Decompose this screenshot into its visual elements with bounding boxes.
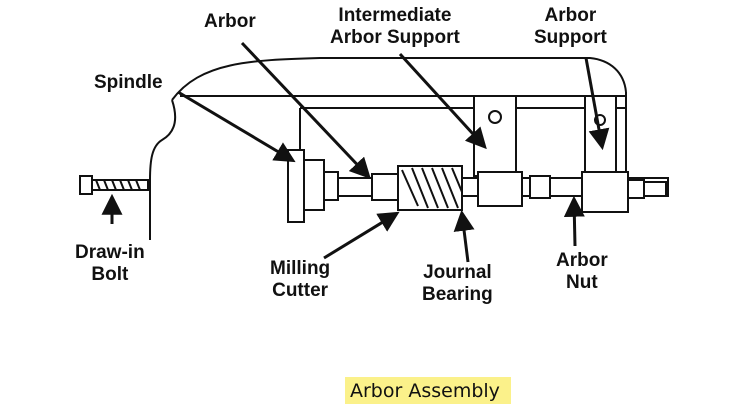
arbor-nut (581, 171, 667, 213)
draw-in-bolt (79, 175, 149, 195)
arbor-nut-arrow (563, 195, 585, 247)
figure-caption: Arbor Assembly (350, 380, 500, 402)
label-draw-in-bolt: Draw-in Bolt (75, 242, 145, 285)
spindle-arrow (177, 90, 296, 163)
label-spindle: Spindle (94, 72, 163, 93)
intermediate-arbor-support (473, 95, 517, 177)
arbor-support-arrow (584, 57, 610, 151)
milling-cutter-arrow (323, 211, 400, 260)
callout-arrows (101, 41, 610, 263)
label-arbor-nut: Arbor Nut (556, 250, 608, 293)
spindle (287, 149, 339, 223)
arbor-spacers (371, 173, 551, 201)
journal-bearing (477, 171, 523, 207)
arbor-arrow (240, 41, 371, 180)
label-journal-bearing: Journal Bearing (422, 262, 493, 305)
intermediate-support-arrow (398, 52, 487, 150)
label-arbor: Arbor (204, 11, 256, 32)
label-milling-cutter: Milling Cutter (270, 258, 331, 301)
label-arbor-support: Arbor Support (534, 5, 607, 48)
journal-bearing-arrow (453, 209, 475, 263)
label-intermediate-arbor-support: Intermediate Arbor Support (330, 5, 460, 48)
machine-frame (149, 57, 627, 240)
caption-highlight (345, 377, 511, 404)
milling-cutter (397, 165, 463, 211)
